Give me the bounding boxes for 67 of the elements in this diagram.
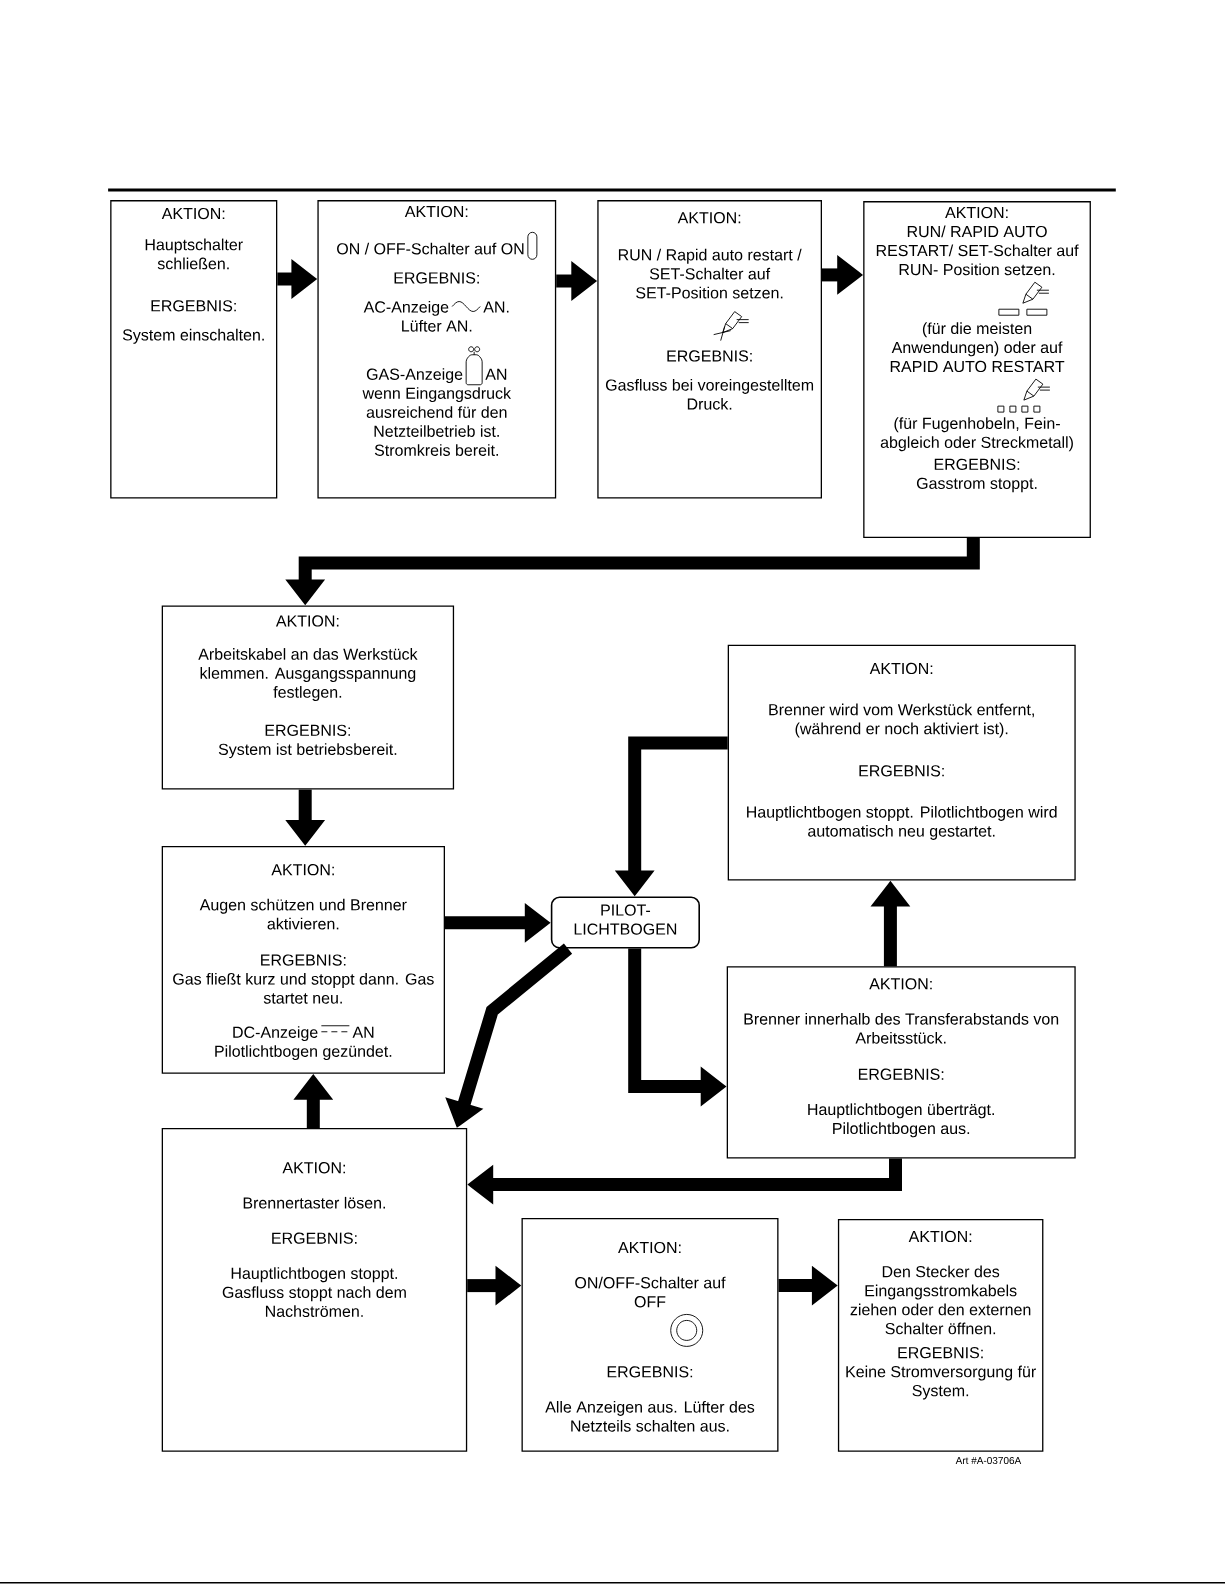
step-text: Hauptlichtbogen überträgt. Pilotlichtbogen aus.	[808, 1103, 994, 1138]
step-text: ON / OFF-Schalter auf ON	[337, 242, 524, 255]
section-heading: AKTION:	[271, 864, 334, 876]
step-text: Gas fließt kurz und stoppt dann. Gas startet neu.	[173, 972, 434, 1004]
step-text: ERGEBNIS:	[667, 350, 752, 362]
step-text: AN	[485, 368, 507, 380]
process-box	[110, 200, 278, 499]
step-text: ON/OFF-Schalter auf OFF	[575, 1276, 726, 1308]
step-text: Brennertaster lösen.	[243, 1196, 385, 1209]
step-text: Brenner wird vom Werkstück entfernt, (während er noch aktiviert ist).	[769, 703, 1034, 738]
step-text: ERGEBNIS:	[859, 765, 944, 777]
step-text: GAS-Anzeige	[366, 368, 463, 384]
process-box	[550, 896, 700, 949]
step-text: ERGEBNIS:	[265, 724, 350, 736]
step-text: System ist betriebsbereit.	[218, 743, 397, 759]
section-heading: AKTION:	[618, 1241, 681, 1254]
step-text: Arbeitskabel an das Werkstück klemmen. Ausgangsspannung festlegen.	[198, 648, 418, 701]
step-text: RUN / Rapid auto restart / SET-Schalter auf SET-Position setzen.	[618, 248, 802, 299]
step-text: Hauptlichtbogen stoppt. Gasfluss stoppt nach dem Nachströmen.	[222, 1267, 406, 1317]
section-heading: AKTION:	[404, 205, 468, 218]
section-heading: AKTION:	[677, 212, 741, 224]
section-heading: AKTION:	[161, 207, 225, 220]
section-heading: AKTION:	[945, 206, 1008, 219]
step-text: ERGEBNIS:	[934, 458, 1020, 470]
step-text: Gasfluss bei voreingestelltem Druck.	[605, 378, 814, 410]
step-text: Augen schützen und Brenner aktivieren.	[199, 898, 407, 930]
process-box	[863, 201, 1091, 538]
step-text: ERGEBNIS:	[607, 1366, 693, 1378]
step-text: DC-Anzeige	[233, 1026, 318, 1042]
section-heading: AKTION:	[869, 978, 932, 990]
process-box	[521, 1217, 779, 1452]
step-text: ERGEBNIS:	[151, 300, 236, 312]
process-box	[161, 846, 445, 1074]
step-text: Keine Stromversorgung für System.	[846, 1365, 1036, 1400]
step-text: (für die meisten Anwendungen) oder auf RAPID AUTO RESTART	[890, 322, 1065, 373]
process-box	[726, 966, 1076, 1159]
step-text: Lüfter AN.	[402, 319, 472, 332]
step-text: ERGEBNIS:	[858, 1068, 944, 1080]
step-text: PILOT- LICHTBOGEN	[574, 904, 677, 935]
process-box	[161, 605, 455, 790]
step-text: (für Fugenhobeln, Fein- abgleich oder Streckmetall)	[880, 417, 1073, 452]
process-box	[161, 1128, 468, 1452]
process-box	[837, 1218, 1044, 1452]
step-text: wenn Eingangsdruck ausreichend für den Netzteilbetrieb ist. Stromkreis bereit.	[362, 387, 512, 456]
step-text: System einschalten.	[122, 328, 264, 344]
process-box	[727, 644, 1076, 881]
step-text: ERGEBNIS:	[272, 1232, 357, 1244]
step-text: Hauptschalter schließen.	[145, 238, 243, 270]
step-text: Pilotlichtbogen gezündet.	[215, 1045, 392, 1061]
step-text: RUN/ RAPID AUTO RESTART/ SET-Schalter auf RUN- Position setzen.	[876, 225, 1079, 276]
step-text: ERGEBNIS:	[394, 272, 479, 284]
step-text: AN.	[483, 301, 509, 313]
step-text: Alle Anzeigen aus. Lüfter des Netzteils schalten aus.	[545, 1400, 755, 1432]
process-box	[317, 200, 557, 499]
step-text: Hauptlichtbogen stoppt. Pilotlichtbogen wird automatisch neu gestartet.	[747, 805, 1057, 840]
step-text: AC-Anzeige	[363, 300, 449, 316]
step-text: ERGEBNIS:	[898, 1347, 983, 1359]
step-text: ERGEBNIS:	[261, 954, 346, 966]
step-text: Gasstrom stoppt.	[916, 477, 1037, 493]
section-heading: AKTION:	[275, 615, 339, 627]
section-heading: AKTION:	[908, 1230, 972, 1243]
step-text: AN	[352, 1026, 374, 1038]
process-box	[597, 200, 822, 499]
section-heading: AKTION:	[282, 1162, 345, 1174]
step-text: Den Stecker des Eingangsstromkabels ziehen oder den externen Schalter öffnen.	[850, 1265, 1031, 1335]
section-heading: AKTION:	[869, 662, 933, 675]
step-text: Brenner innerhalb des Transferabstands von Arbeitsstück.	[744, 1012, 1059, 1044]
